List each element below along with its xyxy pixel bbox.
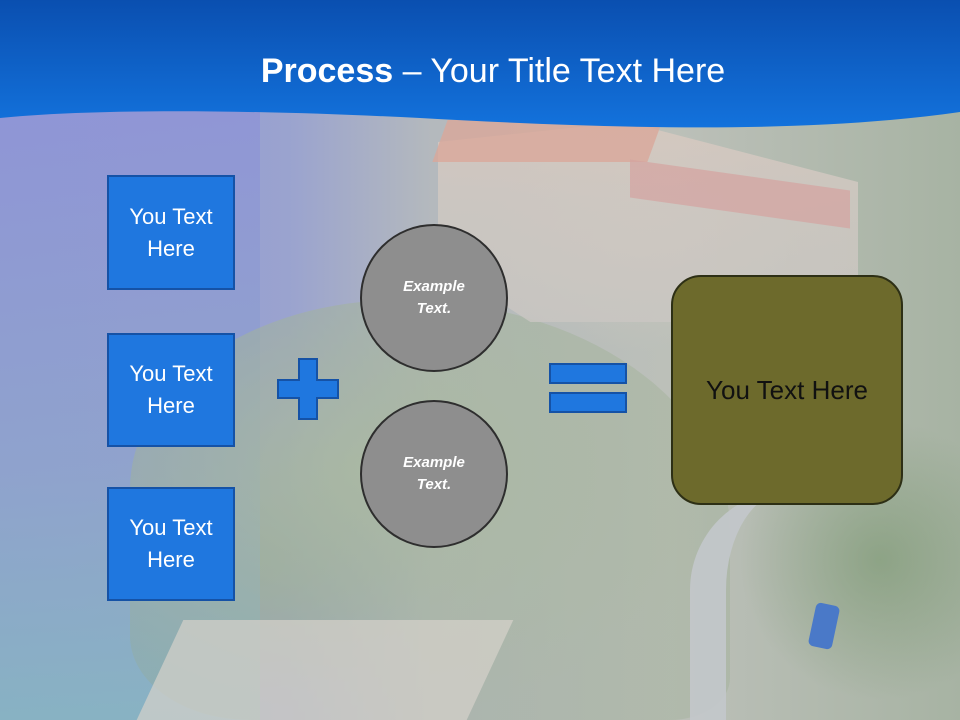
text-box-1[interactable]: You Text Here <box>107 175 235 290</box>
plus-icon <box>277 358 339 420</box>
text-box-label: You Text Here <box>129 515 213 572</box>
slide-title: Process – Your Title Text Here <box>0 52 960 91</box>
beach-area <box>136 620 514 720</box>
title-rest-part: – Your Title Text Here <box>393 52 726 90</box>
result-box[interactable]: You Text Here <box>671 275 903 505</box>
header-wave <box>0 0 960 128</box>
text-box-3[interactable]: You Text Here <box>107 487 235 601</box>
coastal-road <box>690 490 876 720</box>
circle-label: Example Text. <box>403 278 465 317</box>
equals-bar-bottom <box>549 392 627 413</box>
equals-bar-top <box>549 363 627 384</box>
circle-label: Example Text. <box>403 454 465 493</box>
header-band: Process – Your Title Text Here <box>0 0 960 135</box>
example-circle-2[interactable]: Example Text. <box>360 400 508 548</box>
title-bold-part: Process <box>260 52 394 90</box>
example-circle-1[interactable]: Example Text. <box>360 224 508 372</box>
result-label: You Text Here <box>706 374 868 405</box>
text-box-label: You Text Here <box>129 203 213 261</box>
text-box-2[interactable]: You Text Here <box>107 333 235 447</box>
text-box-label: You Text Here <box>129 361 213 418</box>
